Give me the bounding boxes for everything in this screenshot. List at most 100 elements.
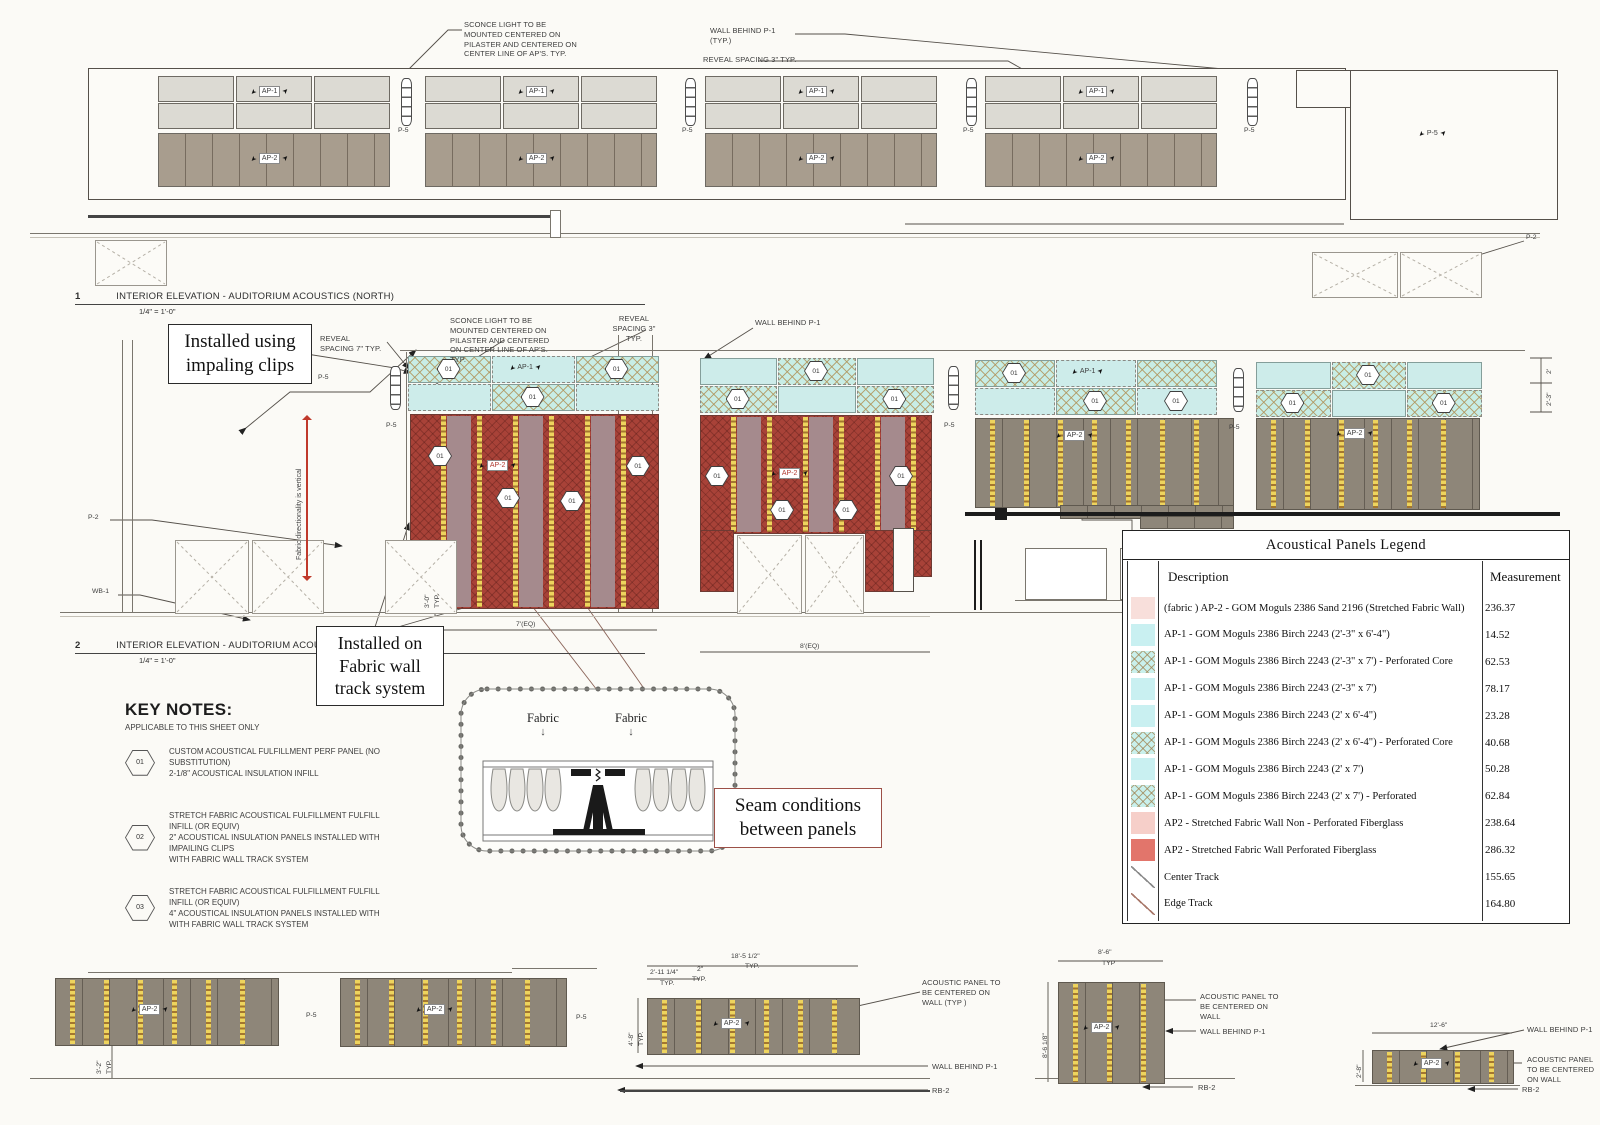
ap1-panel xyxy=(492,356,575,383)
legend-row: AP-1 - GOM Moguls 2386 Birch 2243 (2'-3"… xyxy=(1128,622,1567,648)
keynote-hex-marker: 01 xyxy=(496,488,520,508)
north-rail-hook xyxy=(550,210,561,238)
p5-label: P-5 xyxy=(682,127,693,134)
keynote-hex-marker: 01 xyxy=(1356,365,1380,385)
yellow-reveal-stripe xyxy=(798,1000,803,1053)
keynote-hex-marker: 01 xyxy=(882,389,907,409)
yellow-reveal-stripe xyxy=(172,980,177,1044)
leader-arrow-icon: ➤ xyxy=(515,153,525,164)
yellow-reveal-stripe xyxy=(1271,420,1276,508)
leader-arrow-icon: ➤ xyxy=(1080,1022,1090,1033)
annotation-track-system: Installed on Fabric wall track system xyxy=(316,626,444,706)
dim-typ: TYP. xyxy=(434,593,441,608)
p5-label: P-5 xyxy=(306,1012,317,1019)
ap2-red-panel xyxy=(865,530,895,592)
dim-2-11: 2'-11 1/4" xyxy=(650,969,679,976)
legend-row: AP-1 - GOM Moguls 2386 Birch 2243 (2' x … xyxy=(1128,730,1567,756)
ap2-bottom-panel-c xyxy=(647,998,860,1055)
key-notes-subheading: APPLICABLE TO THIS SHEET ONLY xyxy=(125,723,260,732)
keynote-hex-value: 01 xyxy=(1432,394,1455,412)
dim-2-8: 2'-8" xyxy=(1356,1064,1363,1078)
yellow-reveal-stripe xyxy=(441,416,446,607)
keynote-hex-value: 01 xyxy=(890,467,912,485)
door-frame xyxy=(893,528,914,592)
door-leaf xyxy=(385,540,457,614)
yellow-reveal-stripe xyxy=(491,980,496,1045)
leader-arrow-icon: ➤ xyxy=(1410,1058,1420,1069)
ap2-leader-label: ➤AP-2➤ xyxy=(1053,430,1096,442)
dim-12-6: 12'-6" xyxy=(1430,1022,1448,1029)
yellow-reveal-stripe xyxy=(696,1000,701,1053)
keynote-hex-value: 01 xyxy=(437,360,460,378)
key-note-text: STRETCH FABRIC ACOUSTICAL FULFILLMENT FU… xyxy=(169,886,380,930)
fabric-stripe xyxy=(737,417,761,532)
note-rb2-d: RB-2 xyxy=(1198,1083,1216,1092)
legend-swatch-track xyxy=(1131,866,1155,889)
ap1-panel xyxy=(314,76,390,102)
dim-2in: 2" xyxy=(697,966,704,973)
ap2-bottom-panel-a xyxy=(55,978,279,1046)
sconce-light-symbol xyxy=(1247,78,1258,126)
north-rail xyxy=(88,215,550,218)
ap1-perforated-panel xyxy=(1137,360,1217,387)
key-note-text: STRETCH FABRIC ACOUSTICAL FULFILLMENT FU… xyxy=(169,810,380,865)
legend-description: AP-1 - GOM Moguls 2386 Birch 2243 (2' x … xyxy=(1164,737,1453,749)
door-leaf xyxy=(252,540,324,614)
stage-rail xyxy=(965,512,1560,516)
p5-label: P-5 xyxy=(1244,127,1255,134)
legend-swatch-cyan xyxy=(1131,623,1155,646)
keynote-hex-marker: 01 xyxy=(604,359,629,379)
legend-description: AP2 - Stretched Fabric Wall Perforated F… xyxy=(1164,844,1377,856)
down-arrow-icon: ↓ xyxy=(628,726,634,738)
keynote-hex-value: 01 xyxy=(805,362,827,380)
yellow-reveal-stripe xyxy=(1194,420,1199,506)
legend-swatch-cyan xyxy=(1131,758,1155,781)
ap2-leader-label-label: AP-2 xyxy=(486,460,509,472)
door-leaf xyxy=(805,535,864,614)
acoustical-panels-legend: Acoustical Panels Legend Description Mea… xyxy=(1122,530,1570,924)
yellow-reveal-stripe xyxy=(457,980,462,1045)
ap2-leader-label-label: AP-2 xyxy=(258,153,281,165)
yellow-reveal-stripe xyxy=(875,417,880,532)
console-1 xyxy=(1025,548,1107,600)
ap1-panel xyxy=(425,76,501,102)
legend-description: AP-1 - GOM Moguls 2386 Birch 2243 (2'-3"… xyxy=(1164,629,1390,641)
sconce-light-symbol xyxy=(390,366,401,410)
leader-arrow-icon: ➤ xyxy=(1075,86,1085,97)
p5-label: P-5 xyxy=(963,127,974,134)
leader-arrow-icon: ➤ xyxy=(128,1004,138,1015)
ap1-panel xyxy=(581,103,657,129)
yellow-reveal-stripe xyxy=(1339,420,1344,508)
ap2-leader-label-label: AP-2 xyxy=(778,468,801,480)
keynote-hex-marker: 01 xyxy=(889,466,913,486)
note-wall-behind-north: WALL BEHIND P-1 (TYP.) xyxy=(710,26,776,45)
door-leaf xyxy=(1312,252,1398,298)
fabric-stripe xyxy=(591,416,615,607)
legend-row: AP-1 - GOM Moguls 2386 Birch 2243 (2'-3"… xyxy=(1128,676,1567,702)
keynote-hex-marker: 01 xyxy=(436,359,461,379)
p5-leader-label-label: P-5 xyxy=(1426,130,1438,137)
keynote-hex-marker: 01 xyxy=(125,749,155,776)
legend-row: AP2 - Stretched Fabric Wall Perforated F… xyxy=(1128,837,1567,863)
dim-typ: TYP. xyxy=(692,976,707,983)
key-notes: KEY NOTES: APPLICABLE TO THIS SHEET ONLY… xyxy=(125,700,465,930)
ap1-leader-label: ➤AP-1➤ xyxy=(795,86,838,98)
keynote-hex-value: 01 xyxy=(1084,392,1106,410)
legend-measurement: 78.17 xyxy=(1485,682,1510,695)
ap1-panel xyxy=(783,103,859,129)
ap2-gray-panel xyxy=(1140,516,1234,529)
ap2-leader-label: ➤AP-2➤ xyxy=(1075,153,1118,165)
legend-description: AP-1 - GOM Moguls 2386 Birch 2243 (2'-3"… xyxy=(1164,683,1377,695)
yellow-reveal-stripe xyxy=(803,417,808,532)
ap1-leader-label-label: AP-1 xyxy=(1085,86,1108,98)
keynote-hex-value: 01 xyxy=(1003,364,1025,382)
keynote-hex-marker: 01 xyxy=(705,466,729,486)
p5-label: P-5 xyxy=(944,422,955,429)
p2-label: P-2 xyxy=(1526,234,1537,241)
leader-arrow-icon: ➤ xyxy=(413,1004,423,1015)
keynote-hex-value: 01 xyxy=(1281,394,1304,412)
ap2-gray-panel xyxy=(1256,418,1480,510)
keynote-hex-value: 01 xyxy=(883,390,906,408)
sconce-light-symbol xyxy=(401,78,412,126)
